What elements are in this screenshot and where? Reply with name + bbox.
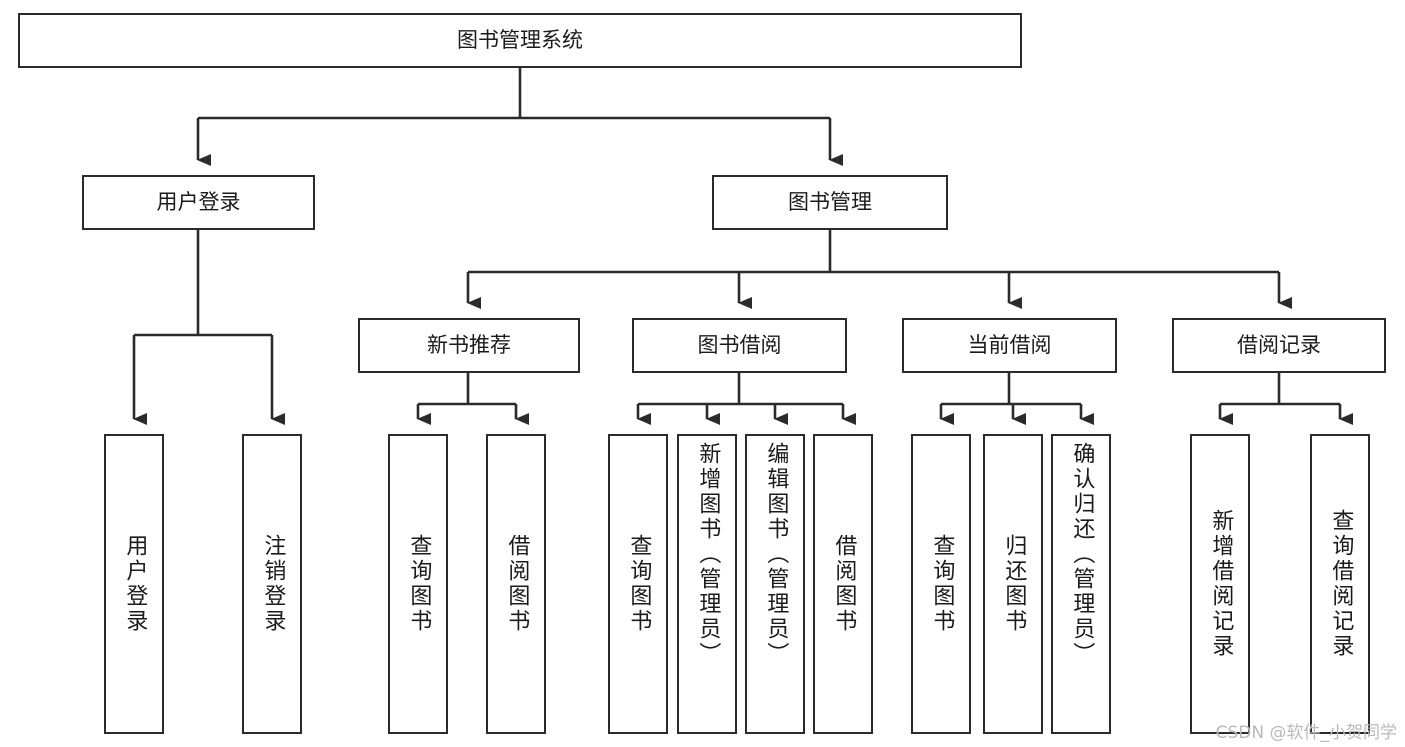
- node-leaf-user-login[interactable]: 用户登录: [104, 434, 164, 734]
- node-leaf-add-record[interactable]: 新增借阅记录: [1190, 434, 1250, 734]
- node-leaf-query-book-1-label: 查询图书: [406, 534, 432, 634]
- node-book-borrow-label: 图书借阅: [697, 332, 782, 357]
- node-leaf-query-book-3[interactable]: 查询图书: [911, 434, 971, 734]
- node-current-borrow-label: 当前借阅: [967, 332, 1052, 357]
- node-leaf-logout[interactable]: 注销登录: [242, 434, 302, 734]
- node-leaf-query-book-3-label: 查询图书: [929, 534, 955, 634]
- node-leaf-borrow-book-1-label: 借阅图书: [504, 534, 530, 634]
- node-borrow-record[interactable]: 借阅记录: [1172, 318, 1386, 373]
- node-leaf-edit-book[interactable]: 编辑图书（管理员）: [745, 434, 805, 734]
- node-leaf-add-record-label: 新增借阅记录: [1208, 509, 1234, 659]
- node-leaf-query-record[interactable]: 查询借阅记录: [1310, 434, 1370, 734]
- node-user-login[interactable]: 用户登录: [82, 175, 315, 230]
- node-borrow-record-label: 借阅记录: [1237, 332, 1321, 357]
- node-leaf-query-book-2-label: 查询图书: [626, 534, 652, 634]
- node-book-management[interactable]: 图书管理: [712, 175, 948, 230]
- node-leaf-return-book[interactable]: 归还图书: [983, 434, 1043, 734]
- node-leaf-confirm-return-label: 确认归还（管理员）: [1069, 442, 1095, 667]
- node-leaf-edit-book-label: 编辑图书（管理员）: [763, 442, 789, 667]
- node-user-login-label: 用户登录: [156, 189, 241, 214]
- watermark-text: CSDN @软件_小贺同学: [1215, 723, 1397, 743]
- node-leaf-query-book-2[interactable]: 查询图书: [608, 434, 668, 734]
- node-new-book-recommend[interactable]: 新书推荐: [358, 318, 580, 373]
- node-leaf-add-book-label: 新增图书（管理员）: [695, 442, 721, 667]
- node-leaf-query-record-label: 查询借阅记录: [1328, 509, 1354, 659]
- node-leaf-borrow-book-1[interactable]: 借阅图书: [486, 434, 546, 734]
- node-leaf-return-book-label: 归还图书: [1001, 534, 1027, 634]
- node-root-system[interactable]: 图书管理系统: [18, 13, 1022, 68]
- node-book-borrow[interactable]: 图书借阅: [632, 318, 847, 373]
- node-book-management-label: 图书管理: [788, 189, 872, 214]
- node-leaf-borrow-book-2[interactable]: 借阅图书: [813, 434, 873, 734]
- node-leaf-borrow-book-2-label: 借阅图书: [831, 534, 857, 634]
- node-leaf-logout-label: 注销登录: [260, 534, 286, 634]
- node-root-label: 图书管理系统: [457, 27, 583, 52]
- node-leaf-user-login-label: 用户登录: [122, 534, 148, 634]
- node-new-book-recommend-label: 新书推荐: [427, 332, 511, 357]
- node-current-borrow[interactable]: 当前借阅: [902, 318, 1117, 373]
- node-leaf-add-book[interactable]: 新增图书（管理员）: [677, 434, 737, 734]
- node-leaf-query-book-1[interactable]: 查询图书: [388, 434, 448, 734]
- node-leaf-confirm-return[interactable]: 确认归还（管理员）: [1051, 434, 1111, 734]
